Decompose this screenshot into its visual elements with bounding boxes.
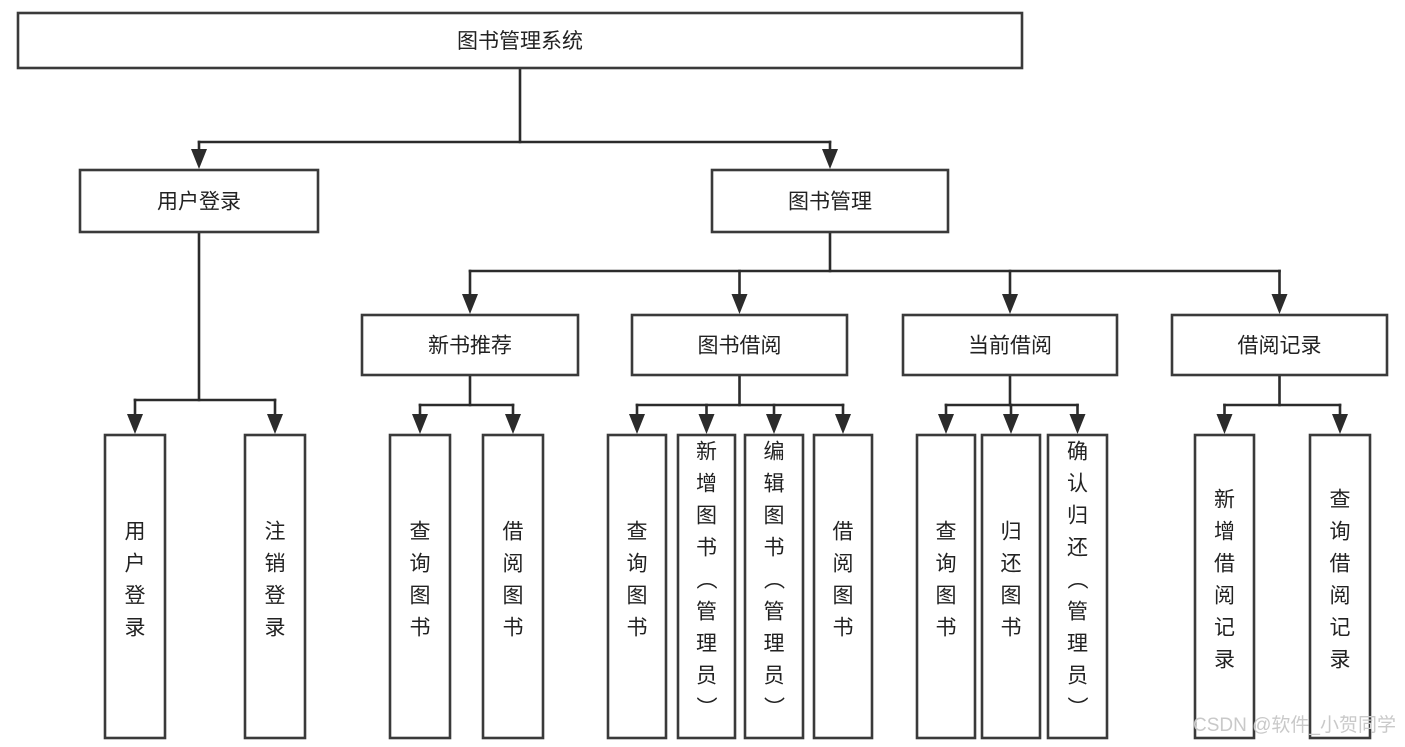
node-box-leaf-add-borrow-record[interactable] — [1193, 433, 1256, 740]
node-box-root[interactable] — [16, 11, 1024, 70]
connector-edge-book-borrow — [629, 373, 851, 434]
arrow-head — [462, 294, 478, 314]
node-label-leaf-borrow-books: 借阅图书 — [833, 521, 854, 640]
node-leaf-query-books-recommend[interactable]: 查询图书 — [388, 433, 452, 740]
node-box-leaf-logout[interactable] — [243, 433, 307, 740]
node-leaf-query-books-borrow[interactable]: 查询图书 — [606, 433, 668, 740]
arrow-head — [191, 149, 207, 169]
nodes-layer: 用户登录注销登录查询图书借阅图书查询图书新增图书（管理员）编辑图书（管理员）借阅… — [16, 11, 1389, 740]
node-box-leaf-borrow-books-recommend[interactable] — [481, 433, 545, 740]
node-label-user-login: 用户登录 — [157, 191, 241, 214]
node-box-leaf-return-books[interactable] — [980, 433, 1042, 740]
arrow-head — [267, 414, 283, 434]
node-label-root: 图书管理系统 — [457, 30, 583, 53]
arrow-head — [766, 414, 782, 434]
node-box-leaf-confirm-return-admin[interactable] — [1046, 433, 1109, 740]
node-box-borrow-record[interactable] — [1170, 313, 1389, 377]
csdn-watermark: CSDN @软件_小贺同学 — [1193, 714, 1396, 736]
arrow-head — [412, 414, 428, 434]
node-leaf-add-book-admin[interactable]: 新增图书（管理员） — [676, 433, 737, 740]
node-label-leaf-edit-book-admin: 编辑图书（管理员） — [764, 441, 786, 720]
node-root[interactable]: 图书管理系统 — [16, 11, 1024, 70]
arrow-head — [938, 414, 954, 434]
node-box-user-login[interactable] — [78, 168, 320, 234]
node-label-book-borrow: 图书借阅 — [698, 335, 782, 358]
node-label-leaf-query-borrow-record: 查询借阅记录 — [1330, 489, 1351, 672]
arrow-head — [1332, 414, 1348, 434]
node-box-leaf-edit-book-admin[interactable] — [743, 433, 805, 740]
node-leaf-query-books-current[interactable]: 查询图书 — [915, 433, 977, 740]
arrow-head — [822, 149, 838, 169]
node-box-leaf-query-books-borrow[interactable] — [606, 433, 668, 740]
node-label-leaf-add-borrow-record: 新增借阅记录 — [1214, 489, 1235, 672]
arrow-head — [698, 414, 715, 434]
arrow-head — [505, 414, 521, 434]
node-label-new-book-recommend: 新书推荐 — [428, 335, 512, 358]
node-label-book-manage: 图书管理 — [788, 191, 872, 214]
node-leaf-borrow-books-recommend[interactable]: 借阅图书 — [481, 433, 545, 740]
node-box-leaf-query-books-recommend[interactable] — [388, 433, 452, 740]
connector-edge-new-book-recommend — [412, 373, 521, 434]
node-label-leaf-return-books: 归还图书 — [1001, 521, 1022, 640]
node-label-borrow-record: 借阅记录 — [1238, 335, 1322, 358]
arrow-head — [1002, 294, 1018, 314]
arrow-head — [1216, 414, 1233, 434]
node-label-leaf-logout: 注销登录 — [265, 521, 286, 640]
arrow-head — [1271, 294, 1288, 314]
connector-edge-user-login — [127, 230, 283, 434]
node-user-login[interactable]: 用户登录 — [78, 168, 320, 234]
node-box-book-borrow[interactable] — [630, 313, 849, 377]
node-new-book-recommend[interactable]: 新书推荐 — [360, 313, 580, 377]
arrow-head — [1069, 414, 1086, 434]
arrow-head — [835, 414, 851, 434]
node-box-leaf-borrow-books[interactable] — [812, 433, 874, 740]
node-box-leaf-query-books-current[interactable] — [915, 433, 977, 740]
node-leaf-logout[interactable]: 注销登录 — [243, 433, 307, 740]
node-box-current-borrow[interactable] — [901, 313, 1119, 377]
node-leaf-add-borrow-record[interactable]: 新增借阅记录 — [1193, 433, 1256, 740]
node-leaf-user-login[interactable]: 用户登录 — [103, 433, 167, 740]
node-label-current-borrow: 当前借阅 — [968, 335, 1052, 358]
arrow-head — [629, 414, 645, 434]
node-label-leaf-add-book-admin: 新增图书（管理员） — [696, 441, 718, 720]
connector-edge-current-borrow — [938, 373, 1086, 434]
node-book-borrow[interactable]: 图书借阅 — [630, 313, 849, 377]
node-leaf-return-books[interactable]: 归还图书 — [980, 433, 1042, 740]
arrow-head — [1003, 414, 1019, 434]
node-label-leaf-query-books-borrow: 查询图书 — [627, 521, 648, 640]
connector-edge-root — [191, 66, 838, 169]
node-box-new-book-recommend[interactable] — [360, 313, 580, 377]
node-label-leaf-confirm-return-admin: 确认归还（管理员） — [1067, 441, 1089, 720]
node-book-manage[interactable]: 图书管理 — [710, 168, 950, 234]
node-label-leaf-borrow-books-recommend: 借阅图书 — [503, 521, 524, 640]
node-leaf-confirm-return-admin[interactable]: 确认归还（管理员） — [1046, 433, 1109, 740]
arrow-head — [127, 414, 143, 434]
arrow-head — [731, 294, 748, 314]
node-box-leaf-add-book-admin[interactable] — [676, 433, 737, 740]
node-box-leaf-user-login[interactable] — [103, 433, 167, 740]
connector-edge-borrow-record — [1216, 373, 1348, 434]
connector-edge-book-manage — [462, 230, 1288, 314]
node-label-leaf-user-login: 用户登录 — [125, 521, 146, 640]
node-borrow-record[interactable]: 借阅记录 — [1170, 313, 1389, 377]
node-current-borrow[interactable]: 当前借阅 — [901, 313, 1119, 377]
node-leaf-borrow-books[interactable]: 借阅图书 — [812, 433, 874, 740]
node-leaf-query-borrow-record[interactable]: 查询借阅记录 — [1308, 433, 1372, 740]
node-label-leaf-query-books-current: 查询图书 — [936, 521, 957, 640]
connectors-layer — [127, 66, 1348, 434]
node-leaf-edit-book-admin[interactable]: 编辑图书（管理员） — [743, 433, 805, 740]
node-box-leaf-query-borrow-record[interactable] — [1308, 433, 1372, 740]
node-label-leaf-query-books-recommend: 查询图书 — [410, 521, 431, 640]
node-box-book-manage[interactable] — [710, 168, 950, 234]
